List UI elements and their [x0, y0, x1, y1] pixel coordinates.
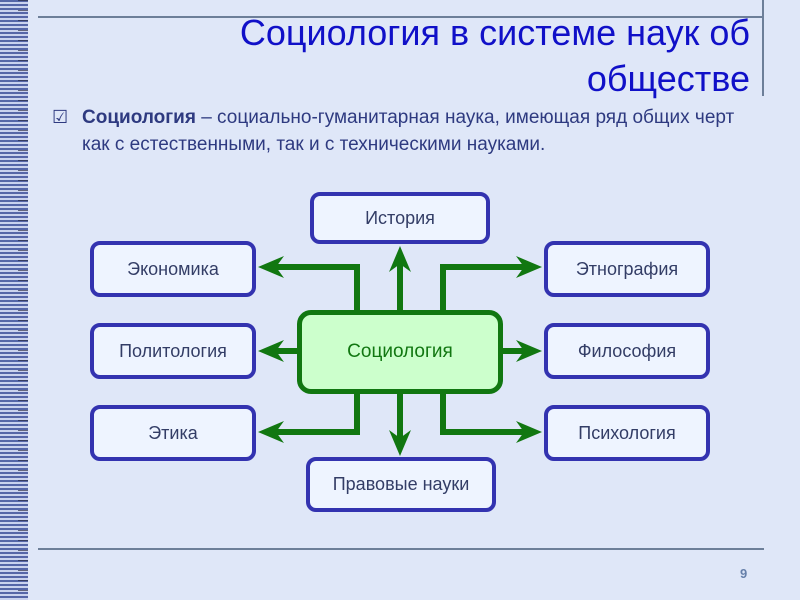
- arrow-ethnography-icon: [516, 256, 542, 278]
- connector-ethics: [268, 391, 360, 435]
- slide-title: Социология в системе наук об обществе: [239, 12, 750, 99]
- box-philosophy: Философия: [544, 323, 710, 379]
- box-ethnography: Этнография: [544, 241, 710, 297]
- box-sociology-center: Социология: [297, 310, 503, 394]
- box-economics: Экономика: [90, 241, 256, 297]
- bullet-definition: – социально-гуманитарная наука, имеющая …: [82, 107, 735, 155]
- arrow-law-icon: [389, 430, 411, 456]
- connector-economics: [268, 264, 360, 312]
- page-number: 9: [740, 566, 748, 581]
- connector-ethnography: [440, 264, 532, 312]
- connector-psychology: [440, 391, 532, 435]
- arrow-politology-icon: [258, 340, 284, 362]
- arrow-history-icon: [389, 246, 411, 272]
- arrow-psychology-icon: [516, 421, 542, 443]
- box-history: История: [310, 192, 490, 244]
- arrow-economics-icon: [258, 256, 284, 278]
- decorative-ticks: [18, 0, 28, 600]
- right-divider: [762, 0, 764, 96]
- top-divider: [38, 16, 764, 18]
- bottom-divider: [38, 548, 764, 550]
- arrow-ethics-icon: [258, 421, 284, 443]
- box-psychology: Психология: [544, 405, 710, 461]
- checkbox-icon: ☑: [52, 107, 69, 127]
- arrow-philosophy-icon: [516, 340, 542, 362]
- bullet-text: ☑ Социология – социально-гуманитарная на…: [52, 104, 752, 158]
- box-law: Правовые науки: [306, 457, 496, 512]
- bullet-term: Социология: [82, 107, 196, 128]
- box-politology: Политология: [90, 323, 256, 379]
- box-ethics: Этика: [90, 405, 256, 461]
